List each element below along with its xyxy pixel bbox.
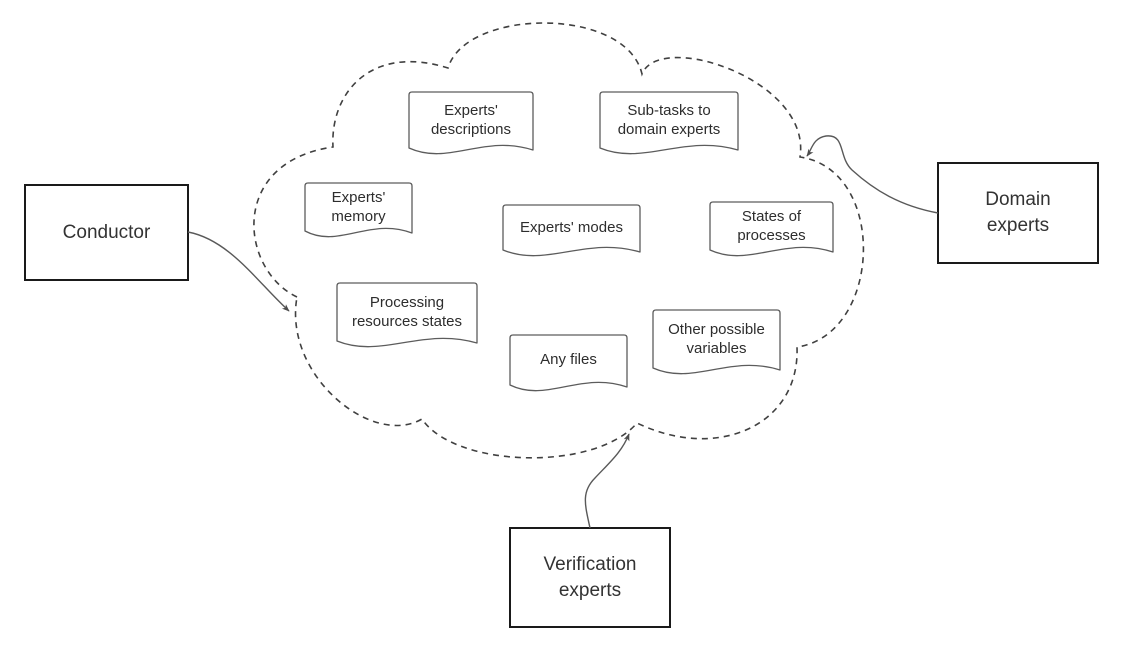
document-shape-states-of-processes: [709, 201, 834, 257]
document-shape-experts-modes: [502, 204, 641, 257]
document-shape-experts-memory: [304, 182, 413, 238]
shared-context-cloud-outline: [253, 22, 865, 459]
conductor-box: [24, 184, 189, 281]
document-shape-any-files: [509, 334, 628, 392]
document-shape-other-possible-variables: [652, 309, 781, 375]
arrow-verification-experts-to-cloud: [584, 433, 630, 529]
document-shape-experts-descriptions: [408, 91, 534, 155]
arrow-conductor-to-cloud: [187, 231, 290, 312]
verification-experts-box: [509, 527, 671, 628]
domain-experts-box: [937, 162, 1099, 264]
document-shape-processing-resources-states: [336, 282, 478, 348]
document-shape-subtasks-to-domain-experts: [599, 91, 739, 155]
arrow-domain-experts-to-cloud: [806, 135, 939, 214]
